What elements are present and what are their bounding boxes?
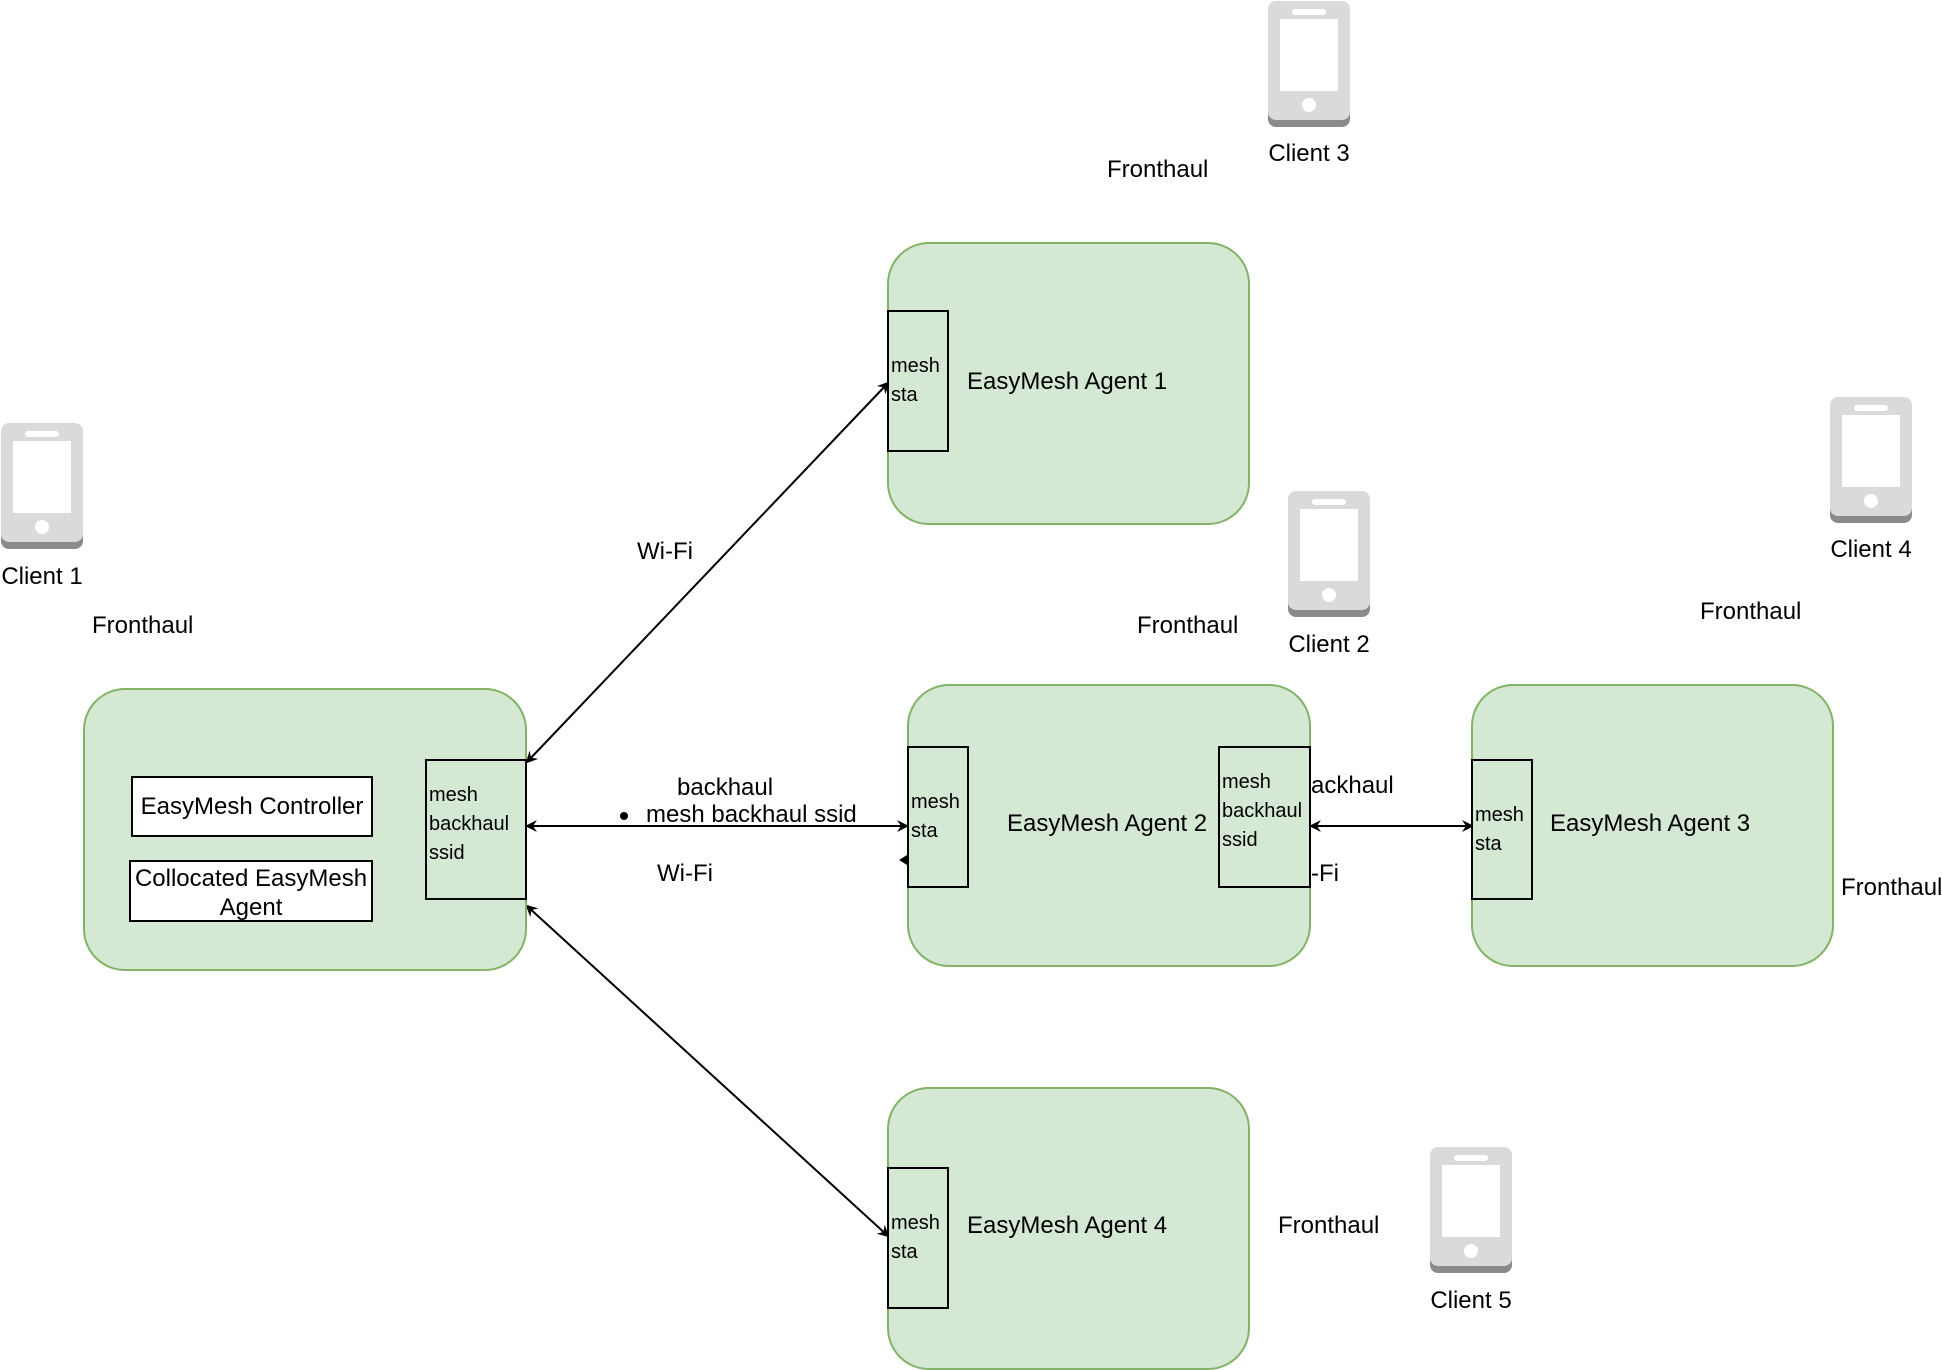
agent2-label: EasyMesh Agent 2 [1007, 810, 1208, 837]
fronthaul-client1: Fronthaul [92, 612, 194, 639]
phone-icon[interactable] [1830, 397, 1912, 523]
port-line: mesh [1222, 771, 1271, 793]
agent3-node[interactable] [1471, 684, 1834, 967]
link-controller-agent1 [525, 381, 890, 764]
controller-backhaul-port[interactable]: mesh backhaul ssid [425, 759, 527, 900]
agent3-sta-port[interactable]: mesh sta [1471, 759, 1533, 900]
agent1-sta-port[interactable]: mesh sta [887, 310, 949, 452]
phone-icon[interactable] [1430, 1147, 1512, 1273]
port-line: sta [911, 820, 938, 842]
client-5-label: Client 5 [1430, 1287, 1512, 1314]
phone-icon[interactable] [1, 423, 83, 549]
fronthaul-client2: Fronthaul [1137, 612, 1239, 639]
client-2-label: Client 2 [1288, 631, 1370, 658]
agent3-label: EasyMesh Agent 3 [1550, 810, 1751, 837]
agent1-label: EasyMesh Agent 1 [967, 368, 1168, 395]
port-line: sta [891, 384, 918, 406]
fronthaul-client3: Fronthaul [1107, 156, 1209, 183]
backhaul-bullet-text: mesh backhaul ssid [646, 801, 857, 828]
port-line: backhaul [1222, 800, 1303, 822]
controller-title: EasyMesh Controller [131, 776, 373, 837]
backhaul-label-agent3: ackhaul [1311, 772, 1394, 799]
arrow-stub [899, 855, 907, 865]
backhaul-bullet: mesh backhaul ssid [620, 801, 857, 829]
port-line: mesh [429, 784, 478, 806]
wifi-label-agent1: Wi-Fi [637, 538, 693, 565]
agent2-backhaul-port[interactable]: mesh backhaul ssid [1218, 746, 1311, 888]
agent4-sta-port[interactable]: mesh sta [887, 1167, 949, 1309]
wifi-label-agent3: -Fi [1311, 860, 1339, 887]
port-line: mesh [911, 791, 960, 813]
fronthaul-agent3: Fronthaul [1841, 874, 1942, 901]
client-4-label: Client 4 [1830, 536, 1912, 563]
collocated-agent: Collocated EasyMesh Agent [129, 860, 373, 922]
port-line: backhaul [429, 813, 510, 835]
port-line: mesh [891, 355, 940, 377]
phone-icon[interactable] [1268, 1, 1350, 127]
wifi-label-agent2: Wi-Fi [657, 860, 713, 887]
port-line: mesh [1475, 804, 1524, 826]
port-line: mesh [891, 1212, 940, 1234]
fronthaul-client4: Fronthaul [1700, 598, 1802, 625]
backhaul-label: backhaul [677, 774, 774, 801]
client-3-label: Client 3 [1268, 140, 1350, 167]
port-line: ssid [1222, 829, 1258, 851]
port-line: ssid [429, 842, 465, 864]
link-controller-agent4 [525, 904, 890, 1238]
port-line: sta [891, 1241, 918, 1263]
agent4-label: EasyMesh Agent 4 [967, 1212, 1168, 1239]
port-line: sta [1475, 833, 1502, 855]
fronthaul-client5: Fronthaul [1278, 1212, 1380, 1239]
client-1-label: Client 1 [1, 563, 83, 590]
phone-icon[interactable] [1288, 491, 1370, 617]
agent2-sta-port[interactable]: mesh sta [907, 746, 969, 888]
bullet-dot [620, 811, 628, 820]
